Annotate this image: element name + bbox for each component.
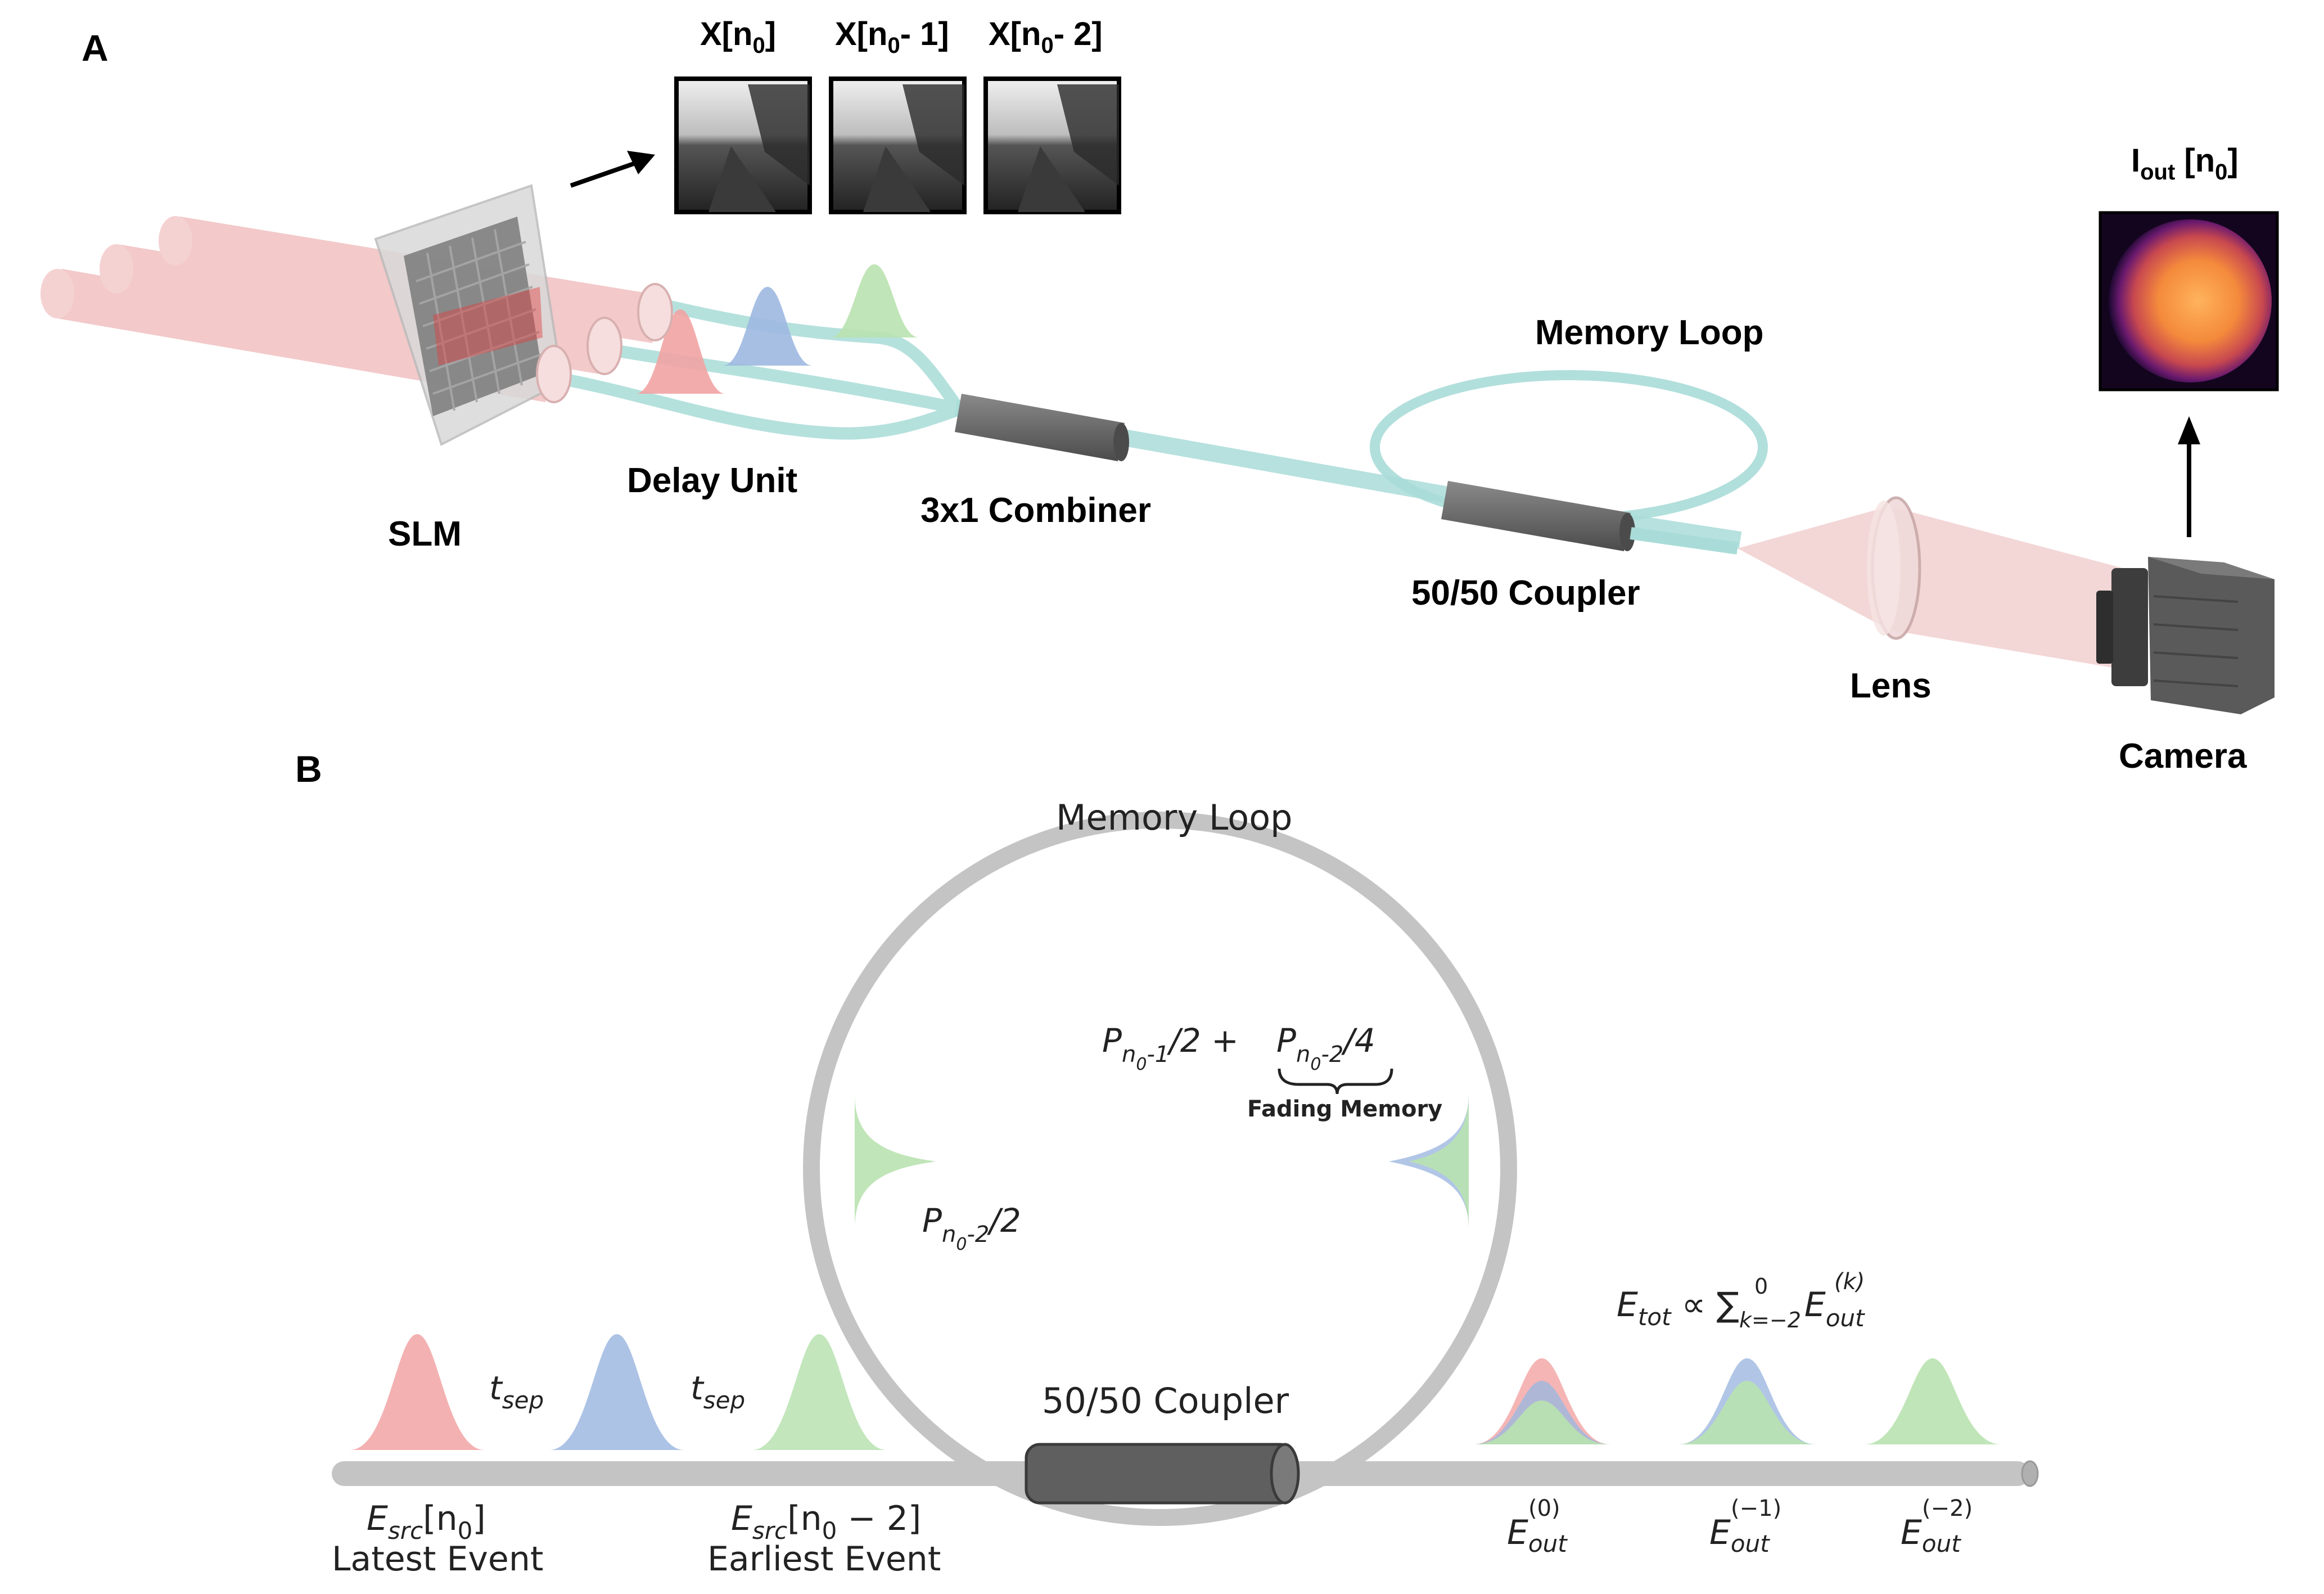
slm-label: SLM: [388, 515, 462, 553]
combiner-3x1: [954, 394, 1450, 503]
e-out-0: Eout: [1507, 1513, 1568, 1557]
e-tot-sup: (k): [1834, 1269, 1865, 1295]
frame-0-label: X[n0]: [700, 16, 776, 58]
t-sep-1: tsep: [489, 1369, 544, 1414]
combiner-label: 3x1 Combiner: [920, 491, 1151, 530]
green-pulse: [829, 264, 919, 337]
latest-event-caption: Latest Event: [332, 1539, 543, 1579]
input-pulses: [350, 1334, 887, 1450]
lens: [1867, 496, 1921, 640]
output-intensity-image: [2099, 211, 2279, 391]
output-pulse-2: [1864, 1358, 2001, 1444]
output-pulse-0: [1473, 1358, 1610, 1444]
loop-pulses: [855, 1094, 1469, 1229]
pulse-red-in: [350, 1334, 485, 1450]
t-sep-2: tsep: [691, 1369, 745, 1414]
fiber-ends: [536, 283, 673, 403]
memory-loop-a: [1370, 370, 1768, 555]
frame-images: [674, 76, 1121, 214]
memory-loop-b-title: Memory Loop: [1056, 797, 1293, 838]
e-out-2: Eout: [1901, 1513, 1961, 1557]
output-pulse-1: [1678, 1358, 1816, 1444]
coupler-b: [1025, 1443, 1300, 1505]
frame-1-label: X[n0- 1]: [835, 16, 949, 58]
camera-label: Camera: [2119, 737, 2247, 776]
arrow-to-frames: [570, 151, 655, 188]
output-label: Iout [n0]: [2131, 142, 2239, 184]
pulse-green-in: [752, 1334, 887, 1450]
arrow-to-output: [2178, 416, 2200, 537]
pulse-blue-in: [549, 1334, 684, 1450]
slm-device: [374, 184, 564, 446]
red-pulse: [635, 309, 725, 394]
earliest-event-caption: Earliest Event: [707, 1539, 941, 1579]
e-out-1: Eout: [1709, 1513, 1770, 1557]
camera: [2096, 557, 2275, 714]
lens-label: Lens: [1850, 667, 1932, 705]
e-out-labels: Eout (0) Eout (−1) Eout (−2): [1507, 1496, 1973, 1557]
loop-power-top: Pn0-1/2 +: [1102, 1021, 1239, 1074]
output-pulses: [1473, 1358, 2001, 1444]
fading-memory-label: Fading Memory: [1247, 1096, 1442, 1122]
frame-2-label: X[n0- 2]: [989, 16, 1103, 58]
panel-b-label: B: [295, 748, 322, 790]
coupler-b-label: 50/50 Coupler: [1042, 1380, 1289, 1421]
fading-memory-brace: [1278, 1068, 1393, 1095]
delay-unit-label: Delay Unit: [627, 461, 797, 500]
frame-0: [674, 76, 812, 214]
frame-2: [983, 76, 1121, 214]
loop-green-right: [1409, 1094, 1469, 1229]
delay-pulses: [635, 264, 919, 394]
memory-loop-b: [803, 812, 1517, 1526]
memory-loop-a-label: Memory Loop: [1535, 313, 1763, 352]
e-tot-sum-upper: 0: [1754, 1274, 1768, 1299]
e-src-latest: Esrc[n0]: [367, 1499, 486, 1545]
e-out-2-sup: (−2): [1922, 1496, 1973, 1521]
output-beam: [1738, 496, 2123, 669]
blue-pulse: [723, 287, 813, 366]
e-out-1-sup: (−1): [1731, 1496, 1781, 1521]
panel-a-label: A: [82, 27, 109, 69]
coupler-a-label: 50/50 Coupler: [1411, 574, 1640, 613]
loop-power-left: Pn0-2/2: [922, 1201, 1021, 1254]
e-src-earliest: Esrc[n0 − 2]: [731, 1499, 921, 1545]
loop-green-left: [855, 1094, 936, 1229]
loop-power-fading: Pn0-2/4: [1276, 1021, 1375, 1074]
frame-1: [829, 76, 967, 214]
e-out-0-sup: (0): [1528, 1496, 1560, 1521]
